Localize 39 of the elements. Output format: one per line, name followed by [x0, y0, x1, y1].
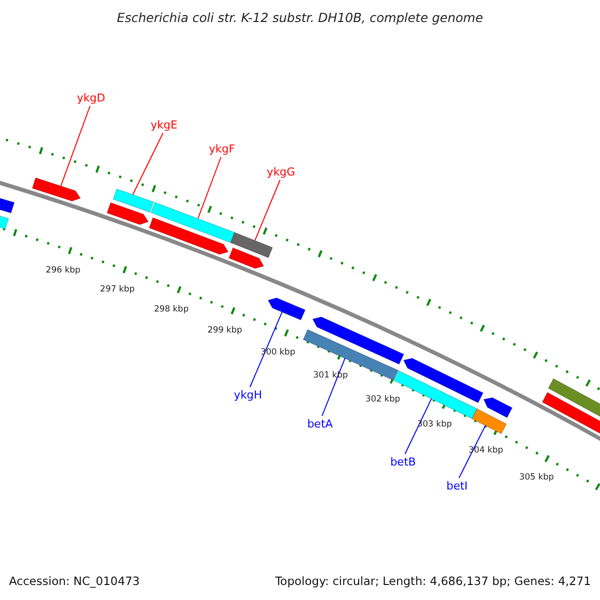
scale-label: 296 kbp — [46, 264, 80, 278]
gene-label: betI — [446, 480, 468, 492]
gene-label: betA — [307, 418, 333, 430]
gene-feature — [148, 217, 229, 255]
gene-feature — [268, 298, 306, 320]
scale-label: 298 kbp — [154, 304, 189, 317]
leader-line — [458, 425, 486, 478]
gene-label: ykgH — [234, 388, 262, 402]
gene-feature — [483, 397, 513, 418]
leader-line — [132, 132, 164, 196]
gene-label: betB — [390, 456, 416, 468]
leader-line — [198, 156, 222, 219]
leader-line — [250, 312, 283, 388]
scale-label: 297 kbp — [100, 284, 135, 297]
gene-feature — [32, 177, 81, 202]
gene-feature — [312, 316, 404, 365]
leader-line — [60, 106, 90, 186]
gene-feature — [542, 392, 600, 434]
scale-label: 299 kbp — [207, 324, 242, 338]
gene-feature — [302, 329, 398, 381]
leader-line — [404, 398, 432, 454]
title: Escherichia coli str. K-12 substr. DH10B, complete genome — [116, 10, 484, 25]
accession-text: Accession: NC_010473 — [9, 574, 140, 588]
gene-feature — [112, 188, 154, 213]
gene-feature — [228, 247, 264, 269]
gene-label: ykgE — [150, 118, 178, 132]
gene-feature — [230, 232, 273, 258]
gene-label: ykgD — [76, 92, 106, 104]
gene-feature — [472, 408, 507, 434]
leader-line — [254, 180, 280, 241]
gene-feature — [403, 358, 484, 404]
gene-feature — [150, 202, 235, 243]
scale-label: 305 kbp — [519, 471, 554, 484]
scale-label: 302 kbp — [365, 394, 400, 407]
genome-summary: Topology: circular; Length: 4,686,137 bp; Genes: 4,271 — [275, 574, 591, 588]
gene-feature — [106, 202, 149, 225]
gene-label: ykgG — [266, 166, 296, 178]
gene-label: ykgF — [208, 142, 236, 156]
leader-line — [322, 358, 346, 416]
